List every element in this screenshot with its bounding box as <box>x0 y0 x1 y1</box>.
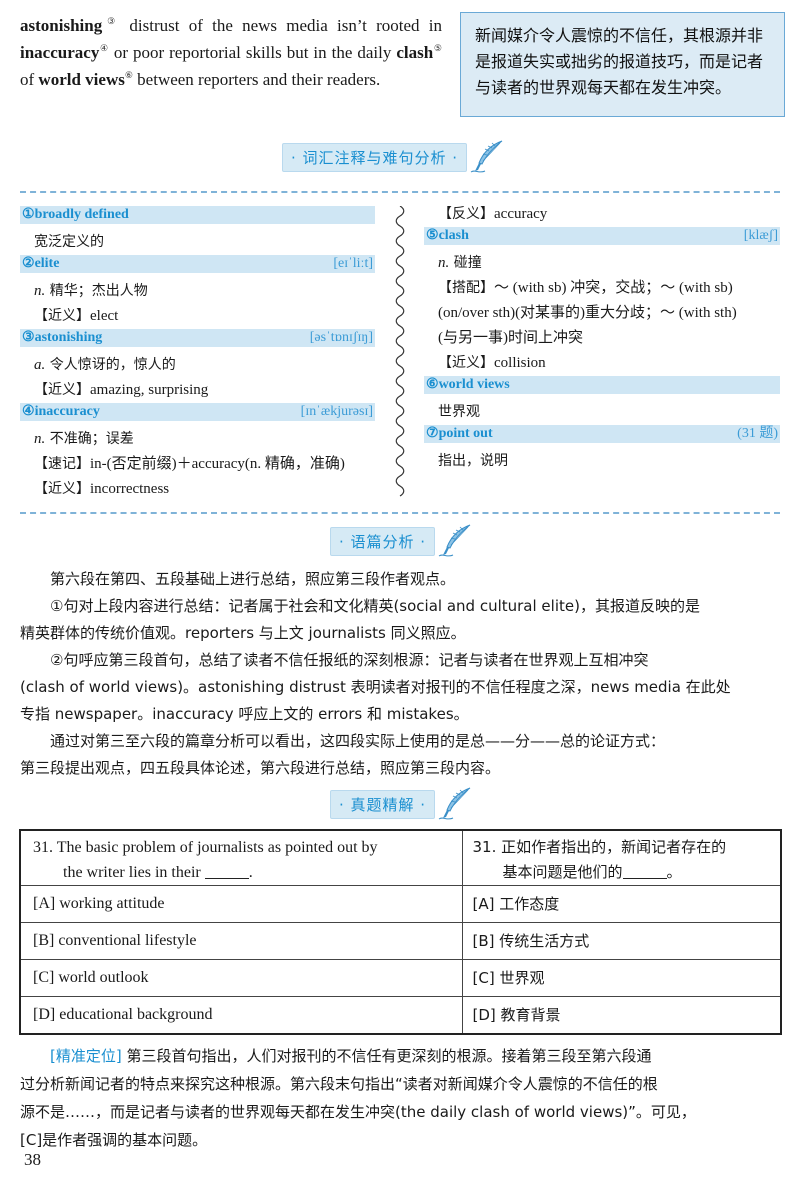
vocab-banner-title: · 词汇注释与难句分析 · <box>282 142 468 172</box>
translation-box: 新闻媒介令人震惊的不信任，其根源并非是报道失实或拙劣的报道技巧，而是记者与读者的… <box>460 12 785 117</box>
section-divider <box>20 512 780 514</box>
answer-tag: [精准定位] <box>50 1047 122 1065</box>
passage-keyword: world views <box>38 70 125 89</box>
option-d-zh: [D] 教育背景 <box>461 996 782 1035</box>
option-a-zh: [A] 工作态度 <box>461 885 782 923</box>
page-number: 38 <box>24 1150 41 1169</box>
table-row: [C] world outlook [C] 世界观 <box>19 959 782 997</box>
answer-line: 过分析新闻记者的特点来探究这种根源。第六段末句指出“读者对新闻媒介令人震惊的不信… <box>20 1075 658 1093</box>
answer-blank <box>622 863 667 879</box>
passage-keyword: clash <box>396 43 434 62</box>
passage-keyword: astonishing <box>20 16 103 35</box>
vocab-synonym: 【近义】amazing, surprising <box>34 382 209 398</box>
vocab-antonym: 【反义】accuracy <box>438 206 548 222</box>
vocab-headword: ⑦point out <box>426 426 493 441</box>
option-c-zh: [C] 世界观 <box>461 959 782 997</box>
answer-line: [精准定位] 第三段首句指出，人们对报刊的不信任有更深刻的根源。接着第三段至第六… <box>50 1047 652 1065</box>
analysis-line: ①句对上段内容进行总结：记者属于社会和文化精英(social and cultu… <box>20 597 700 615</box>
vocab-list-right: 【反义】accuracy ⑤clash [klæʃ] n. 碰撞 【搭配】～ (… <box>424 206 780 474</box>
vocab-headword: ③astonishing <box>22 330 103 345</box>
vocab-synonym: 【近义】incorrectness <box>34 481 170 497</box>
vocab-synonym: 【近义】elect <box>34 308 119 324</box>
footnote-marker: ③ <box>102 16 121 26</box>
passage-keyword: inaccuracy <box>20 43 100 62</box>
vocab-phonetic: [əsˈtɒnɪʃɪŋ] <box>309 330 373 345</box>
vocab-collocation: (与另一事)时间上冲突 <box>438 330 583 346</box>
footnote-marker: ④ <box>99 43 109 53</box>
section-divider <box>20 191 780 193</box>
passage-text: or poor reportorial skills but in the da… <box>108 43 397 62</box>
option-a-en: [A] working attitude <box>19 885 463 923</box>
passage-excerpt: astonishing③ distrust of the news media … <box>20 12 442 93</box>
translation-text: 新闻媒介令人震惊的不信任，其根源并非是报道失实或拙劣的报道技巧，而是记者与读者的… <box>475 26 764 97</box>
vocab-meaning: n. 碰撞 <box>438 255 482 271</box>
vocab-phonetic: [klæʃ] <box>743 228 778 243</box>
vocab-headword-bar: ①broadly defined <box>20 206 375 224</box>
vocab-headword-bar: ⑤clash [klæʃ] <box>424 227 780 245</box>
answer-line: [C]是作者强调的基本问题。 <box>20 1131 208 1149</box>
analysis-line: (clash of world views)。astonishing distr… <box>20 678 731 696</box>
vocab-headword-bar: ⑥world views <box>424 376 780 394</box>
vocab-meaning: 世界观 <box>438 404 480 420</box>
vocab-headword: ④inaccuracy <box>22 404 100 419</box>
quill-icon <box>470 140 503 173</box>
quill-icon <box>438 524 471 557</box>
vocab-mnemonic: 【速记】in-(否定前缀)＋accuracy(n. 精确，准确) <box>34 456 345 472</box>
option-b-zh: [B] 传统生活方式 <box>461 922 782 960</box>
vocab-headword: ⑤clash <box>426 228 469 243</box>
vocab-synonym: 【近义】collision <box>438 355 546 371</box>
analysis-line: ②句呼应第三段首句，总结了读者不信任报纸的深刻根源：记者与读者在世界观上互相冲突 <box>20 651 649 669</box>
vocab-meaning: n. 不准确；误差 <box>34 431 134 447</box>
analysis-text: 第六段在第四、五段基础上进行总结，照应第三段作者观点。 ①句对上段内容进行总结：… <box>20 566 782 782</box>
vocab-collocation: 【搭配】～ (with sb) 冲突，交战；～ (with sb) <box>438 280 733 296</box>
exam-banner: · 真题精解 · <box>330 787 473 820</box>
question-stem-en: 31. The basic problem of journalists as … <box>19 829 463 886</box>
table-row: [B] conventional lifestyle [B] 传统生活方式 <box>19 922 782 960</box>
table-row: 31. The basic problem of journalists as … <box>19 829 782 886</box>
answer-explanation: [精准定位] 第三段首句指出，人们对报刊的不信任有更深刻的根源。接着第三段至第六… <box>20 1042 782 1154</box>
passage-text: of <box>20 70 39 89</box>
vocab-headword-bar: ③astonishing [əsˈtɒnɪʃɪŋ] <box>20 329 375 347</box>
vocab-collocation: (on/over sth)(对某事的)重大分歧；～ (with sth) <box>438 305 737 321</box>
vocab-meaning: 宽泛定义的 <box>34 234 104 250</box>
question-table: 31. The basic problem of journalists as … <box>19 829 782 1035</box>
vocab-banner: · 词汇注释与难句分析 · <box>282 140 505 173</box>
vocab-meaning: n. 精华；杰出人物 <box>34 283 148 299</box>
vocab-headword-bar: ⑦point out (31 题) <box>424 425 780 443</box>
vocab-phonetic: [eɪˈliːt] <box>333 256 373 271</box>
answer-line: 源不是……，而是记者与读者的世界观每天都在发生冲突(the daily clas… <box>20 1103 696 1121</box>
analysis-line: 第三段提出观点，四五段具体论述，第六段进行总结，照应第三段内容。 <box>20 759 501 777</box>
option-b-en: [B] conventional lifestyle <box>19 922 463 960</box>
question-stem-zh: 31. 正如作者指出的，新闻记者存在的 基本问题是他们的。 <box>461 829 782 886</box>
analysis-banner-title: · 语篇分析 · <box>330 526 436 556</box>
vocab-headword-bar: ④inaccuracy [ɪnˈækjurəsɪ] <box>20 403 375 421</box>
passage-text: between reporters and their readers. <box>132 70 381 89</box>
analysis-line: 第六段在第四、五段基础上进行总结，照应第三段作者观点。 <box>20 570 456 588</box>
question-reference: (31 题) <box>737 426 778 441</box>
table-row: [D] educational background [D] 教育背景 <box>19 996 782 1035</box>
vocab-meaning: 指出，说明 <box>438 453 508 469</box>
vocab-headword: ⑥world views <box>426 377 510 392</box>
option-d-en: [D] educational background <box>19 996 463 1035</box>
vocab-phonetic: [ɪnˈækjurəsɪ] <box>300 404 373 419</box>
passage-text: distrust of the news media isn’t rooted … <box>120 16 442 35</box>
analysis-line: 通过对第三至六段的篇章分析可以看出，这四段实际上使用的是总——分——总的论证方式… <box>20 732 666 750</box>
vocab-headword-bar: ②elite [eɪˈliːt] <box>20 255 375 273</box>
vocab-meaning: a. 令人惊讶的，惊人的 <box>34 357 176 373</box>
option-c-en: [C] world outlook <box>19 959 463 997</box>
spiral-binding <box>395 206 405 497</box>
quill-icon <box>438 787 471 820</box>
footnote-marker: ⑥ <box>124 70 133 80</box>
analysis-banner: · 语篇分析 · <box>330 524 473 557</box>
vocab-list-left: ①broadly defined 宽泛定义的 ②elite [eɪˈliːt] … <box>20 206 375 502</box>
vocab-headword: ①broadly defined <box>22 207 129 222</box>
analysis-line: 专指 newspaper。inaccuracy 呼应上文的 errors 和 m… <box>20 705 469 723</box>
exam-banner-title: · 真题精解 · <box>330 789 436 819</box>
analysis-line: 精英群体的传统价值观。reporters 与上文 journalists 同义照… <box>20 624 466 642</box>
vocab-headword: ②elite <box>22 256 60 271</box>
table-row: [A] working attitude [A] 工作态度 <box>19 885 782 923</box>
footnote-marker: ⑤ <box>433 43 442 53</box>
answer-blank <box>204 863 249 879</box>
